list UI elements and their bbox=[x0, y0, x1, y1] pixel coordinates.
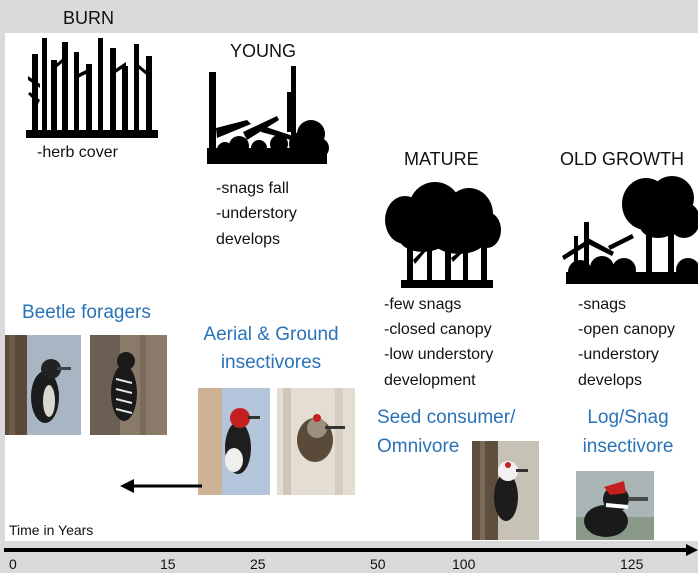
arrow-left-icon bbox=[120, 479, 202, 493]
old-growth-note-3: -understory bbox=[578, 346, 659, 363]
mature-note-2: -closed canopy bbox=[384, 321, 492, 338]
guild-log-line-1: Log/Snag bbox=[587, 407, 669, 428]
stage-label-young: YOUNG bbox=[230, 41, 297, 61]
mature-forest-icon bbox=[385, 182, 501, 288]
guild-seed-line-2: Omnivore bbox=[377, 436, 460, 457]
woodpecker-photo-1 bbox=[5, 335, 81, 435]
woodpecker-photo-5 bbox=[472, 441, 539, 540]
woodpecker-photo-3 bbox=[198, 388, 270, 495]
young-note-1: -snags fall bbox=[216, 180, 289, 197]
guild-aerial-line-1: Aerial & Ground bbox=[203, 324, 339, 345]
stage-label-burn: BURN bbox=[63, 8, 115, 28]
burn-forest-icon bbox=[26, 38, 158, 138]
old-growth-forest-icon bbox=[562, 176, 698, 284]
guild-beetle-foragers: Beetle foragers bbox=[22, 302, 151, 323]
stage-label-old-growth: OLD GROWTH bbox=[560, 149, 684, 169]
young-note-3: develops bbox=[216, 231, 281, 248]
tick-25: 25 bbox=[250, 556, 266, 572]
tick-100: 100 bbox=[452, 556, 476, 572]
woodpecker-photo-4 bbox=[277, 388, 355, 495]
tick-0: 0 bbox=[9, 556, 17, 572]
timeline-label: Time in Years bbox=[9, 522, 94, 538]
burn-note: -herb cover bbox=[37, 144, 118, 161]
mature-note-1: -few snags bbox=[384, 296, 462, 313]
young-forest-icon bbox=[207, 66, 329, 164]
guild-log-line-2: insectivore bbox=[582, 436, 674, 457]
tick-15: 15 bbox=[160, 556, 176, 572]
old-growth-note-4: develops bbox=[578, 372, 643, 389]
tick-125: 125 bbox=[620, 556, 644, 572]
tick-50: 50 bbox=[370, 556, 386, 572]
mature-note-4: development bbox=[384, 372, 476, 389]
mature-note-3: -low understory bbox=[384, 346, 494, 363]
stage-label-mature: MATURE bbox=[404, 149, 479, 169]
young-note-2: -understory bbox=[216, 205, 297, 222]
arrow-right-icon bbox=[4, 544, 698, 556]
guild-aerial-line-2: insectivores bbox=[220, 352, 322, 373]
woodpecker-photo-6 bbox=[576, 471, 654, 540]
old-growth-note-2: -open canopy bbox=[578, 321, 675, 338]
guild-seed-line-1: Seed consumer/ bbox=[377, 407, 516, 428]
old-growth-note-1: -snags bbox=[578, 296, 627, 313]
woodpecker-photo-2 bbox=[90, 335, 167, 435]
